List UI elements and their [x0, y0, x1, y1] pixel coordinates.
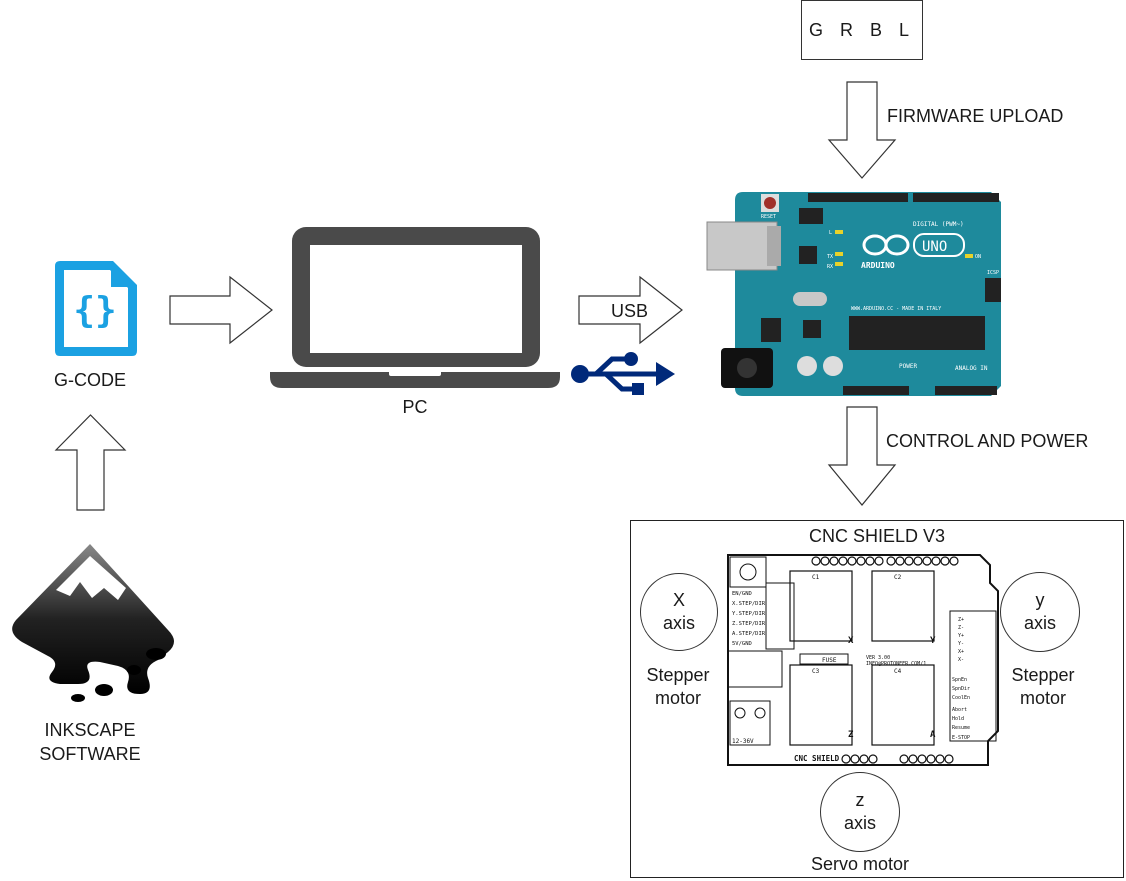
cnc-left-label-4: A.STEP/DIR	[732, 631, 766, 637]
x-axis-line1: X	[672, 590, 685, 610]
y-motor-line2: motor	[1019, 688, 1066, 708]
inkscape-to-gcode-arrow	[54, 414, 127, 511]
cnc-driver-label-3: A	[930, 730, 936, 740]
y-axis-line2: axis	[1023, 613, 1056, 633]
cnc-left-label-5: 5V/GND	[732, 641, 752, 647]
cnc-right-label-2: Y+	[958, 633, 964, 639]
usb-icon	[571, 352, 675, 395]
inkscape-label-line1: INKSCAPE	[44, 720, 136, 740]
cnc-driver-label-1: Y	[930, 636, 936, 646]
cnc-left-label-3: Z.STEP/DIR	[732, 621, 766, 627]
cnc-right-label-0: Z+	[958, 617, 964, 623]
cnc-right-label-8: CoolEn	[952, 695, 970, 701]
cnc-right-label-9: Abort	[952, 707, 967, 713]
gcode-label: G-CODE	[54, 370, 126, 390]
y-motor-line1: Stepper	[1011, 665, 1075, 685]
cnc-shield-board: EN/GND X.STEP/DIR Y.STEP/DIR Z.STEP/DIR …	[727, 554, 999, 766]
cnc-driver-label-2: Z	[848, 730, 854, 740]
control-power-label: CONTROL AND POWER	[886, 431, 1089, 451]
grbl-box: G R B L	[801, 0, 923, 60]
y-axis-circle: y axis	[1000, 572, 1080, 652]
arduino-icsp-text: ICSP	[987, 270, 999, 276]
firmware-arrow	[827, 81, 897, 179]
x-axis-motor-label: Stepper motor	[630, 664, 726, 710]
cnc-voltage-text: 12-36V	[732, 738, 754, 745]
z-axis-line1: z	[855, 790, 865, 810]
arduino-model-text: UNO	[922, 239, 947, 255]
y-axis-motor-label: Stepper motor	[1000, 664, 1086, 710]
arduino-on-text: ON	[975, 254, 981, 260]
gcode-file-icon: {}	[55, 261, 137, 356]
grbl-label: G R B L	[808, 19, 916, 40]
laptop-icon	[270, 227, 560, 388]
cnc-url-text: INFO@PROTONEER.COM/1	[866, 661, 926, 667]
inkscape-label: INKSCAPE SOFTWARE	[20, 718, 160, 766]
cnc-right-label-6: SpnEn	[952, 677, 967, 683]
cnc-cap-label-3: C4	[894, 668, 902, 675]
inkscape-label-line2: SOFTWARE	[39, 744, 141, 764]
cnc-driver-label-0: X	[848, 636, 854, 646]
cnc-right-label-7: SpnDir	[952, 686, 970, 692]
arduino-analog-text: ANALOG IN	[955, 365, 988, 372]
arduino-url-text: WWW.ARDUINO.CC - MADE IN ITALY	[851, 306, 941, 312]
cnc-ver-text: VER 3.00	[866, 655, 890, 661]
cnc-cap-label-2: C3	[812, 668, 820, 675]
x-axis-circle: X axis	[640, 573, 718, 651]
cnc-right-label-4: X+	[958, 649, 964, 655]
cnc-fuse-text: FUSE	[822, 657, 837, 664]
usb-label: USB	[611, 301, 649, 321]
cnc-left-label-0: EN/GND	[732, 591, 752, 597]
z-axis-circle: z axis	[820, 772, 900, 852]
cnc-cap-label-1: C2	[894, 574, 902, 581]
cnc-brand-text: CNC SHIELD	[794, 754, 840, 763]
cnc-right-label-11: Resume	[952, 725, 970, 731]
usb-arrow	[578, 275, 683, 345]
arduino-power-text: POWER	[899, 363, 917, 370]
x-axis-line2: axis	[662, 613, 695, 633]
z-axis-line2: axis	[843, 813, 876, 833]
firmware-upload-label: FIRMWARE UPLOAD	[887, 106, 1064, 126]
cnc-right-label-3: Y-	[958, 641, 964, 647]
control-arrow	[827, 406, 897, 506]
inkscape-logo-icon	[12, 544, 175, 702]
pc-label: PC	[402, 397, 428, 417]
svg-text:{}: {}	[73, 290, 116, 331]
cnc-title: CNC SHIELD V3	[808, 526, 946, 546]
cnc-left-label-1: X.STEP/DIR	[732, 601, 766, 607]
cnc-right-label-5: X-	[958, 657, 964, 663]
arduino-reset-text: RESET	[761, 214, 776, 220]
cnc-cap-label-0: C1	[812, 574, 820, 581]
arduino-rx-text: RX	[827, 264, 833, 270]
arduino-brand-text: ARDUINO	[861, 261, 895, 270]
arduino-board: RESET ARDUINO UNO DIGITAL (PWM~) WWW.ARD…	[706, 192, 1001, 396]
cnc-left-label-2: Y.STEP/DIR	[732, 611, 766, 617]
y-axis-line1: y	[1035, 590, 1045, 610]
cnc-right-label-12: E-STOP	[952, 735, 970, 741]
arduino-tx-text: TX	[827, 254, 833, 260]
z-axis-motor-label: Servo motor	[810, 854, 910, 874]
cnc-right-label-1: Z-	[958, 625, 964, 631]
arduino-digital-text: DIGITAL (PWM~)	[913, 221, 964, 228]
cnc-right-label-10: Hold	[952, 716, 964, 722]
gcode-to-pc-arrow	[169, 275, 273, 345]
arduino-l-text: L	[829, 230, 832, 236]
x-motor-line2: motor	[654, 688, 701, 708]
x-motor-line1: Stepper	[646, 665, 710, 685]
